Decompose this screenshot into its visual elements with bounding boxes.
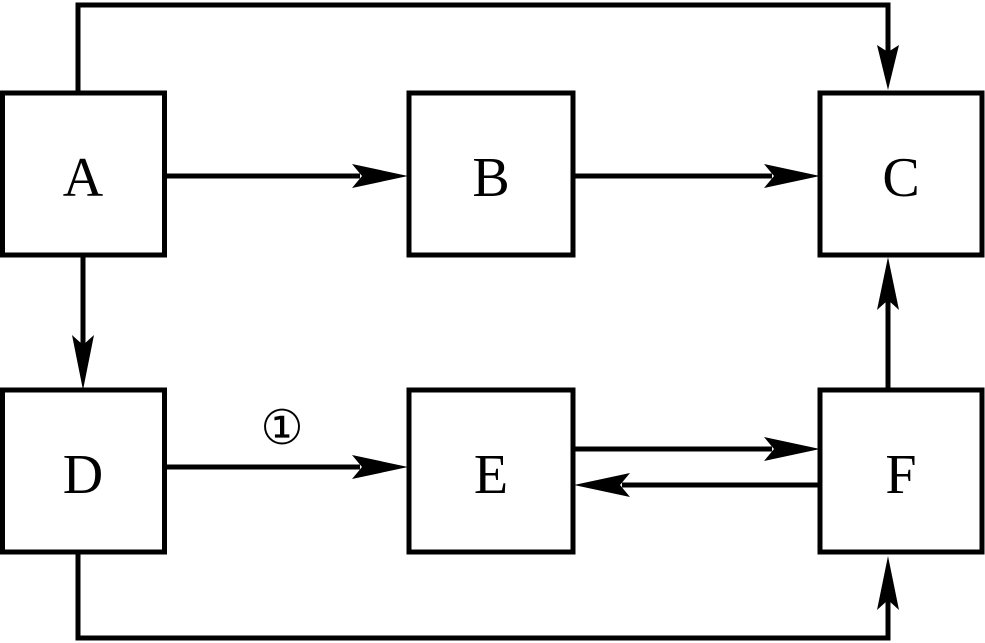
arrowhead-icon [877,556,899,610]
node-e: E [406,387,576,555]
node-label: E [474,444,508,506]
node-label: D [63,444,103,506]
node-f: F [817,387,985,555]
node-label: B [472,147,509,209]
arrowhead-icon [764,164,820,188]
edge-e-to-f [574,437,820,461]
edge-label: ① [260,402,303,455]
arrowhead-icon [764,437,820,461]
node-a: A [0,90,167,258]
node-b: B [406,90,576,258]
edge-b-to-c [574,164,820,188]
node-label: C [882,147,919,209]
node-label: F [885,444,916,506]
edge-d-to-f [75,553,899,641]
node-label: A [63,147,104,209]
node-d: D [0,387,167,555]
arrowhead-icon [352,164,408,188]
edge-a-to-c [75,2,899,93]
arrowhead-icon [352,455,408,479]
node-c: C [817,90,985,258]
arrowhead-icon [877,257,899,310]
arrowhead-icon [877,45,899,90]
arrowhead-icon [574,473,630,497]
edge-f-to-c [877,257,899,390]
edge-d-to-e: ① [165,402,408,479]
edge-a-to-d [72,257,94,390]
arrowhead-icon [72,335,94,390]
edge-a-to-b [165,164,408,188]
edge-f-to-e [574,473,820,497]
